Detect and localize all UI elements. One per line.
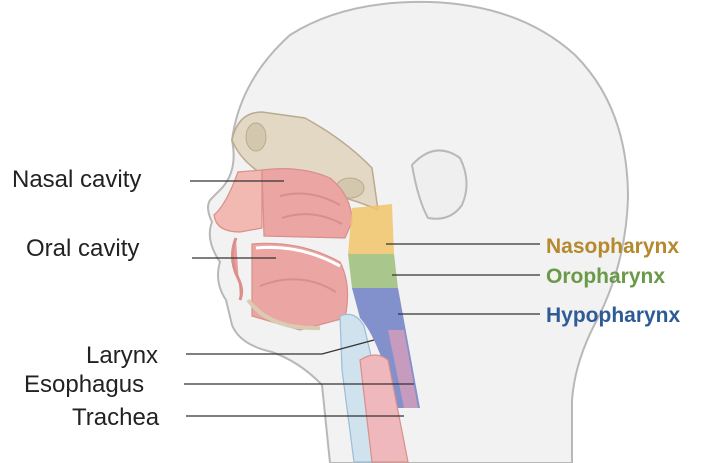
larynx-label: Larynx (86, 344, 158, 368)
esophagus-label: Esophagus (24, 373, 144, 397)
oropharynx-label: Oropharynx (546, 266, 665, 287)
nasopharynx-region (348, 204, 394, 254)
oropharynx-region (348, 254, 398, 288)
oral-cavity-label: Oral cavity (26, 237, 139, 261)
nasal-cavity-label: Nasal cavity (12, 168, 141, 192)
trachea-label: Trachea (72, 406, 159, 430)
hypopharynx-label: Hypopharynx (546, 305, 680, 326)
sinus (246, 123, 266, 151)
nasopharynx-label: Nasopharynx (546, 236, 679, 257)
